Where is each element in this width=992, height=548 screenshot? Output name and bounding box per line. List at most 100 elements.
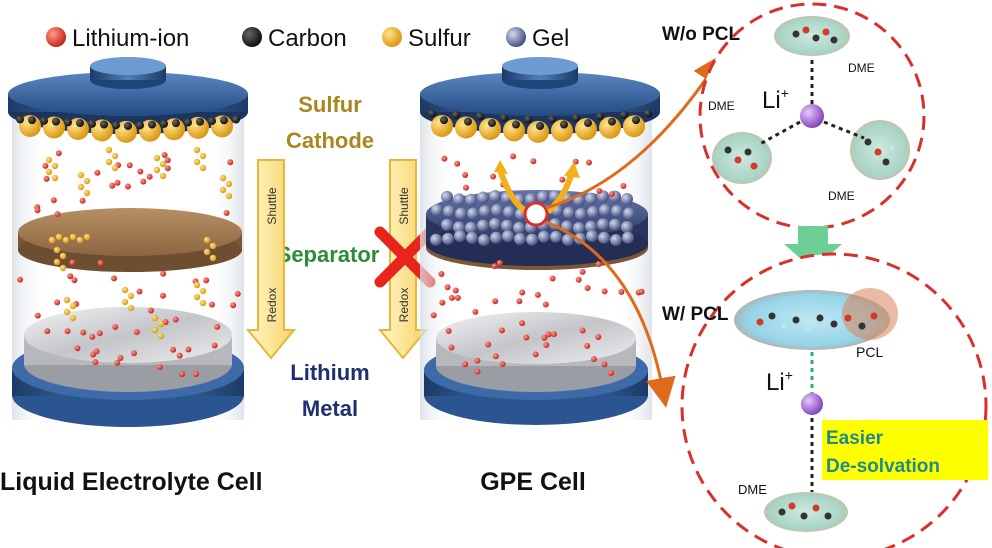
lithium-ion-sphere (230, 302, 237, 309)
gel-sphere (441, 190, 453, 203)
lithium-ion-sphere (34, 312, 41, 319)
lithium-ion-sphere (109, 182, 116, 189)
atom (844, 314, 852, 322)
lithium-ion-sphere (452, 287, 459, 294)
carbon-sphere (148, 120, 156, 129)
lithium-ion-sphere (54, 211, 61, 218)
lithium-ion-sphere (601, 288, 608, 295)
atom (781, 323, 787, 329)
carbon-sphere (88, 119, 96, 128)
liquid-cell-label: Liquid Electrolyte Cell (0, 468, 263, 496)
lithium-ion-sphere (490, 173, 497, 180)
lithium-ion-sphere (551, 331, 558, 338)
lithium-metal-disk-left (12, 307, 244, 427)
sulfur-layer-right (428, 109, 652, 143)
legend-label: Sulfur (408, 25, 471, 52)
separator-label: Separator (277, 242, 380, 267)
lithium-ion-sphere (92, 359, 99, 366)
lithium-ion-sphere (133, 328, 140, 335)
carbon-sphere (500, 113, 508, 122)
atom (882, 158, 890, 166)
carbon-sphere (64, 118, 72, 127)
polysulfide-chains-left (45, 146, 233, 340)
cathode-label-line2: Cathode (286, 128, 374, 153)
lithium-ion-sphere (214, 323, 221, 330)
lithium-ion-sphere (516, 298, 523, 305)
lithium-ion-sphere (176, 352, 183, 359)
lithium-ion-sphere (114, 359, 121, 366)
lithium-ion-sphere (159, 292, 166, 299)
dme-label-right: DME (828, 189, 855, 203)
gel-sphere (597, 218, 609, 231)
gel-sphere (465, 193, 477, 206)
lithium-ion-sphere (67, 273, 74, 280)
atom (802, 26, 810, 34)
zoom-arrow-bottom (545, 220, 676, 408)
lithium-metal-disk-right (424, 312, 648, 425)
zoom-origin-marker (523, 201, 549, 227)
lithium-ion-sphere (234, 290, 241, 297)
lithium-ion-sphere (44, 328, 51, 335)
desolvation-label: De-solvation (826, 456, 940, 477)
lithium-ion-sphere (439, 299, 446, 306)
lithium-ion-sphere (55, 150, 62, 157)
lithium-ion-sphere (462, 184, 469, 191)
lithium-ion-sphere (445, 328, 452, 335)
lithium-ion-sphere (584, 285, 591, 292)
gel-sphere (431, 204, 443, 217)
carbon-sphere (220, 116, 228, 125)
gel-sphere (513, 221, 525, 234)
atom (822, 28, 830, 36)
polysulfide-bead (55, 233, 63, 241)
lithium-ion-sphere (499, 360, 506, 367)
lithium-ion-sphere (559, 176, 566, 183)
transition-arrow-icon (784, 226, 842, 270)
lithium-ion-sphere (474, 368, 481, 375)
gel-sphere (585, 220, 597, 233)
polysulfide-chain (77, 171, 91, 197)
lithium-ion-sphere (223, 210, 230, 217)
atom (830, 36, 838, 44)
red-sphere-icon (46, 27, 66, 47)
lithium-ion-sphere (585, 159, 592, 166)
gel-sphere (622, 231, 634, 244)
carbon-sphere (596, 112, 604, 121)
lithium-ion-sphere (545, 331, 552, 338)
carbon-sphere (548, 115, 556, 124)
lithium-ion-sphere (596, 187, 603, 194)
atom (792, 316, 800, 324)
lithium-ion-sphere (211, 342, 218, 349)
atom (724, 146, 732, 154)
atom (768, 312, 776, 320)
lithium-ion-sphere (620, 182, 627, 189)
lithium-ion-sphere (530, 158, 537, 165)
lithium-ion-sphere (454, 294, 461, 301)
gel-sphere (453, 221, 465, 234)
gel-sphere (490, 231, 502, 244)
atom (756, 318, 764, 326)
lithium-ion-sphere (97, 259, 104, 266)
gel-sphere (573, 221, 585, 234)
with-pcl-title: W/ PCL (662, 304, 729, 325)
lithium-ion-sphere (498, 327, 505, 334)
lithium-ion-sphere (114, 179, 121, 186)
carbon-sphere (524, 115, 532, 124)
solvation-without-pcl: W/o PCL Li+ DME DME DME (662, 2, 926, 230)
carbon-sphere (112, 121, 120, 130)
polysulfide-chain (63, 296, 77, 322)
gel-sphere (443, 205, 455, 218)
dme-label-bottom: DME (738, 482, 767, 497)
gel-separator-disk (426, 190, 648, 270)
lithium-ion-sphere (601, 361, 608, 368)
lithium-ion-sphere (523, 334, 530, 341)
lithium-ion-sphere (462, 361, 469, 368)
carbon-sphere (476, 112, 484, 121)
gel-sphere (598, 231, 610, 244)
lithium-ion-sphere (472, 308, 479, 315)
li-ion-label-top: Li+ (762, 85, 789, 114)
anode-label-line1: Lithium (290, 360, 369, 385)
dme-label-left: DME (708, 99, 735, 113)
lithium-ion-sphere (50, 197, 57, 204)
lithium-ion-sphere (80, 329, 87, 336)
lithium-ion-sphere (579, 268, 586, 275)
